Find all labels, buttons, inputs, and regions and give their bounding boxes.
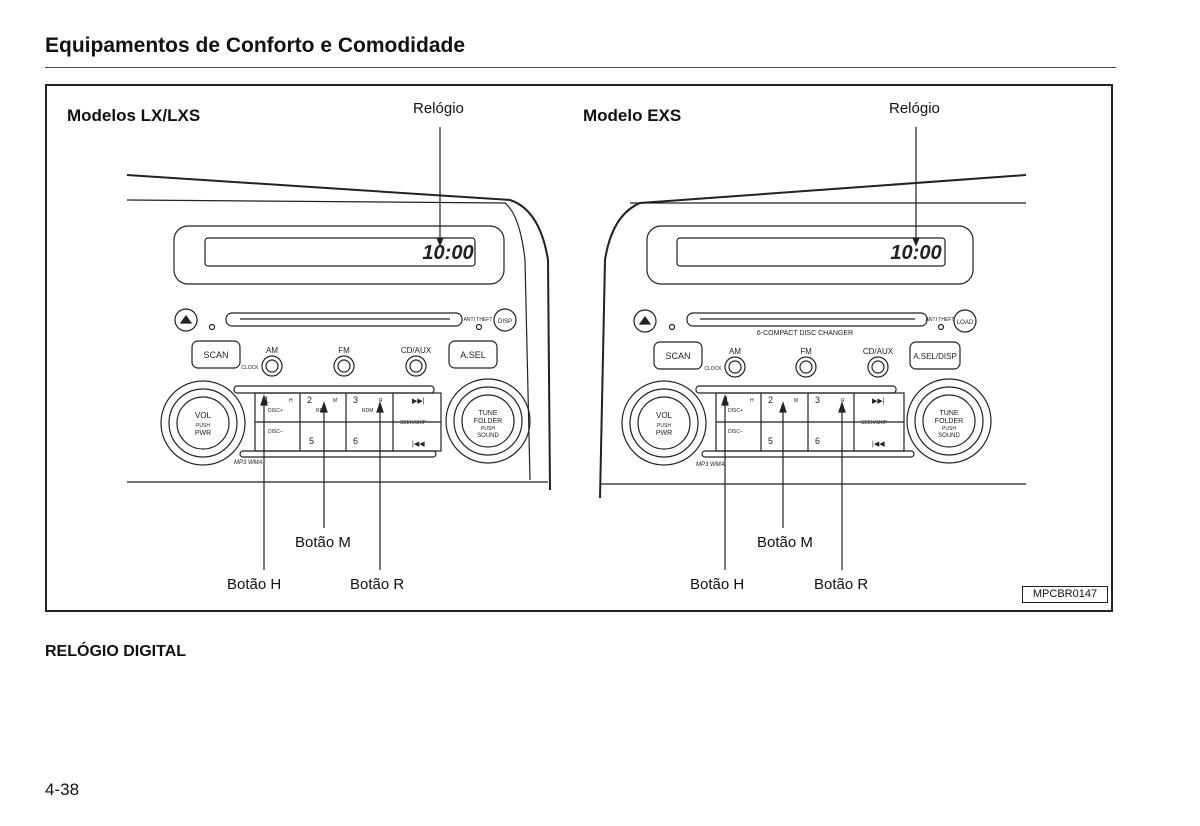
right-preset-3[interactable]: 3 [815,395,820,405]
right-scan-button[interactable]: SCAN [665,351,690,361]
right-clock-label: CLOCK [704,366,722,372]
right-anti-theft-label: ANTI THEFT [926,317,955,323]
left-r-marker: R [379,398,383,404]
right-tune-label: TUNE [939,410,958,417]
left-display-time: 10:00 [422,242,473,264]
left-pwr-label: PWR [195,430,211,437]
svg-text:▶▶|: ▶▶| [872,398,885,405]
svg-text:▶▶|: ▶▶| [412,398,425,405]
right-folder-label: FOLDER [935,418,963,425]
right-fm-button[interactable]: FM [800,347,812,356]
right-panel-title: Modelo EXS [583,106,682,125]
left-clock-label: CLOCK [241,365,259,371]
right-preset-2[interactable]: 2 [768,395,773,405]
right-clock-callout: Relógio [889,100,940,117]
right-pwr-label: PWR [656,430,672,437]
left-am-button[interactable]: AM [266,346,278,355]
right-display-time: 10:00 [890,242,941,264]
left-anti-theft-label: ANTI THEFT [464,317,493,323]
left-preset-3[interactable]: 3 [353,395,358,405]
left-vol-label: VOL [195,411,212,420]
section-title: RELÓGIO DIGITAL [45,643,187,660]
right-button-r-callout: Botão R [814,576,869,593]
left-sound-label: SOUND [477,433,499,439]
left-seek-skip[interactable]: SEEK/SKIP [400,420,427,426]
left-panel-title: Modelos LX/LXS [67,106,201,125]
left-clock-callout: Relógio [413,100,464,117]
right-button-h-callout: Botão H [690,576,745,593]
figure-frame [45,84,1113,612]
left-cdaux-button[interactable]: CD/AUX [401,346,432,355]
left-button-m-callout: Botão M [295,534,351,551]
left-mp3-label: MP3 WMA [234,460,263,466]
svg-text:|◀◀: |◀◀ [412,441,425,448]
page-number: 4-38 [45,780,80,799]
right-button-m-callout: Botão M [757,534,813,551]
right-load-button[interactable]: LOAD [957,320,974,326]
right-disc-plus: DISC+ [728,408,743,414]
right-push-label: PUSH [657,423,671,429]
left-preset-1[interactable]: 1 [264,395,269,405]
left-disc-plus: DISC+ [268,408,283,414]
right-mp3-label: MP3 WMA [696,462,725,468]
left-preset-2[interactable]: 2 [307,395,312,405]
left-folder-label: FOLDER [474,418,502,425]
right-r-marker: R [841,398,845,404]
left-push-label: PUSH [196,423,210,429]
left-push2-label: PUSH [481,426,495,432]
left-preset-5[interactable]: 5 [309,436,314,446]
left-m-marker: M [333,398,337,404]
right-vol-label: VOL [656,411,673,420]
left-scan-button[interactable]: SCAN [203,350,228,360]
left-tune-label: TUNE [478,410,497,417]
header-rule [45,67,1116,68]
right-asel-button[interactable]: A.SEL/DISP [913,352,957,361]
left-button-h-callout: Botão H [227,576,282,593]
left-asel-button[interactable]: A.SEL [460,350,486,360]
left-disc-minus: DISC– [268,429,283,435]
left-button-r-callout: Botão R [350,576,405,593]
svg-text:|◀◀: |◀◀ [872,441,885,448]
left-rdm-label: RDM [362,408,373,414]
right-am-button[interactable]: AM [729,347,741,356]
left-fm-button[interactable]: FM [338,346,350,355]
right-preset-5[interactable]: 5 [768,436,773,446]
left-preset-6[interactable]: 6 [353,436,358,446]
right-disc-minus: DISC– [728,429,743,435]
right-seek-skip[interactable]: SEEK/SKIP [861,420,888,426]
left-h-marker: H [289,398,293,404]
right-preset-6[interactable]: 6 [815,436,820,446]
right-changer-label: 6-COMPACT DISC CHANGER [757,330,853,337]
right-sound-label: SOUND [938,433,960,439]
right-push2-label: PUSH [942,426,956,432]
figure-code: MPCBR0147 [1022,586,1108,603]
left-disp-label: DISP [498,319,512,325]
right-cdaux-button[interactable]: CD/AUX [863,347,894,356]
right-h-marker: H [750,398,754,404]
right-m-marker: M [794,398,798,404]
page-header-title: Equipamentos de Conforto e Comodidade [45,34,466,57]
